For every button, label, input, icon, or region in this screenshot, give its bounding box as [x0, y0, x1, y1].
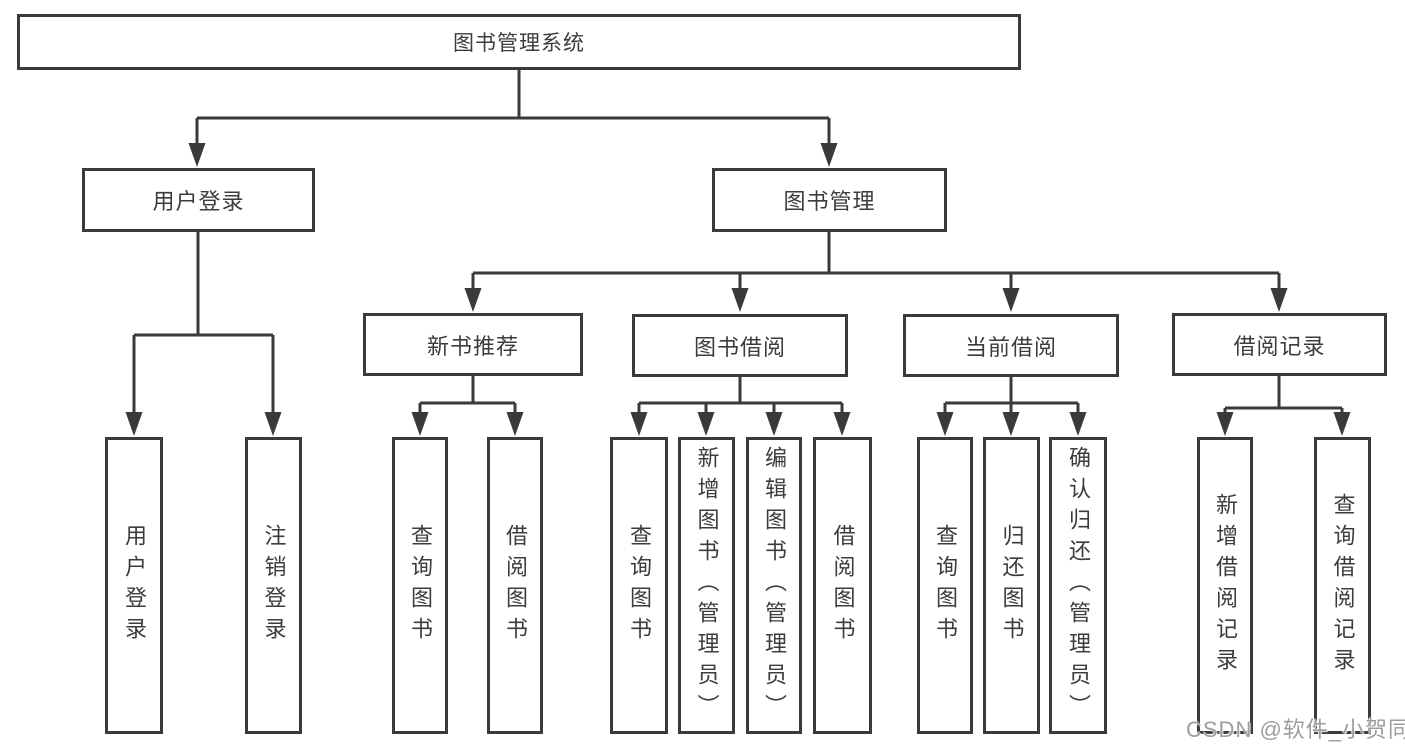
- node-label: 图书管理系统: [453, 32, 585, 55]
- node-label: 查询图书: [627, 523, 652, 648]
- node-label: 当前借阅: [964, 334, 1057, 360]
- node-book-borrowing: 图书借阅: [632, 314, 848, 377]
- leaf-user-login: 用户登录: [105, 437, 163, 734]
- node-label: 图书管理: [783, 189, 876, 214]
- node-label: 确认归还（管理员）: [1066, 446, 1091, 725]
- leaf-logout: 注销登录: [245, 437, 302, 734]
- node-label: 查询图书: [408, 523, 433, 648]
- leaf-cb-return-books: 归还图书: [983, 437, 1040, 734]
- leaf-bb-edit-books-admin: 编辑图书（管理员）: [746, 437, 802, 734]
- node-label: 归还图书: [999, 523, 1025, 648]
- leaf-bb-borrow-books: 借阅图书: [813, 437, 872, 734]
- leaf-nb-query-books: 查询图书: [392, 437, 448, 734]
- node-label: 注销登录: [261, 523, 287, 648]
- leaf-br-add-record: 新增借阅记录: [1197, 437, 1253, 734]
- node-book-management: 图书管理: [712, 168, 947, 232]
- node-label: 用户登录: [152, 189, 245, 214]
- node-label: 新书推荐: [426, 333, 519, 359]
- node-label: 借阅记录: [1233, 333, 1326, 359]
- node-current-borrowing: 当前借阅: [903, 314, 1119, 377]
- node-label: 新增图书（管理员）: [694, 446, 720, 725]
- node-user-login: 用户登录: [82, 168, 315, 232]
- node-label: 新增借阅记录: [1213, 492, 1238, 679]
- node-root-library-system: 图书管理系统: [17, 14, 1021, 70]
- node-label: 编辑图书（管理员）: [762, 446, 787, 725]
- node-new-book-recommend: 新书推荐: [363, 313, 583, 376]
- leaf-cb-query-books: 查询图书: [917, 437, 973, 734]
- leaf-bb-add-books-admin: 新增图书（管理员）: [678, 437, 735, 734]
- node-label: 用户登录: [122, 523, 147, 648]
- leaf-br-query-record: 查询借阅记录: [1314, 437, 1371, 734]
- node-label: 查询图书: [933, 523, 958, 648]
- node-label: 借阅图书: [503, 523, 528, 648]
- leaf-cb-confirm-return-admin: 确认归还（管理员）: [1049, 437, 1107, 734]
- node-label: 图书借阅: [693, 334, 786, 360]
- node-borrow-records: 借阅记录: [1172, 313, 1387, 376]
- leaf-nb-borrow-books: 借阅图书: [487, 437, 543, 734]
- watermark: CSDN @软件_小贺同学: [1186, 717, 1405, 742]
- node-label: 借阅图书: [830, 523, 856, 648]
- leaf-bb-query-books: 查询图书: [610, 437, 668, 734]
- node-label: 查询借阅记录: [1330, 492, 1356, 679]
